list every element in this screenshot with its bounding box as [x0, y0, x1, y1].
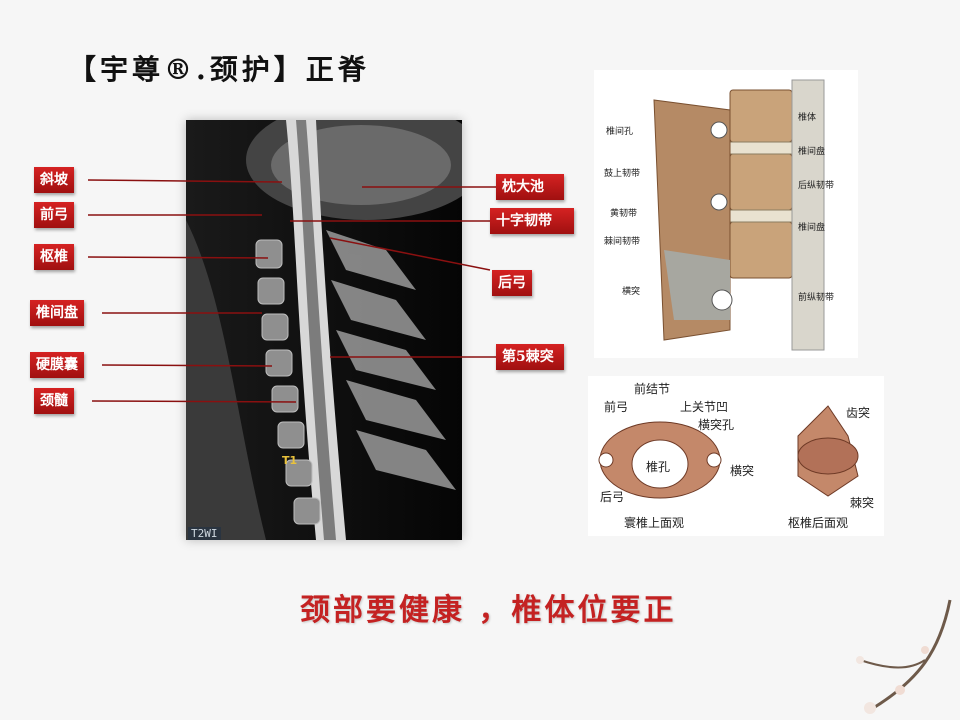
lbl-posterior-longitudinal-ligament: 后纵韧带: [798, 181, 835, 191]
tag-cervical-cord: 颈髓: [34, 388, 74, 414]
lbl-transverse-process: 横突: [730, 464, 755, 478]
lbl-anterior-tubercle: 前结节: [634, 382, 671, 396]
lbl-interspinous-ligament: 棘间韧带: [604, 237, 641, 247]
lbl-intervertebral-disc-1: 椎间盘: [798, 147, 826, 157]
lbl-anterior-longitudinal-ligament: 前纵韧带: [798, 293, 835, 303]
lbl-transverse-foramen: 横突孔: [698, 418, 735, 432]
tag-clivus: 斜坡: [34, 167, 74, 193]
tag-cruciate-ligament: 十字韧带: [490, 208, 574, 234]
slogan: 颈部要健康 ，椎体位要正: [300, 593, 677, 628]
tag-c5-spinous-process: 第5棘突: [496, 344, 564, 370]
tag-dural-sac: 硬膜囊: [30, 352, 84, 378]
lateral-spine-diagram: 椎间孔 鼓上韧带 黄韧带 棘间韧带 横突 椎体 椎间盘 后纵韧带 椎间盘 前纵韧…: [594, 70, 858, 358]
lbl-vertebral-foramen: 椎孔: [646, 460, 671, 474]
level-marker-t1: T1: [282, 454, 298, 467]
lbl-superior-articular-facet: 上关节凹: [680, 400, 729, 414]
mri-sequence-label: T2WI: [188, 527, 221, 540]
caption-axis-posterior-view: 枢椎后面观: [788, 516, 849, 530]
lbl-supraspinous-ligament: 鼓上韧带: [604, 169, 641, 179]
tag-intervertebral-disc: 椎间盘: [30, 300, 84, 326]
lbl-posterior-arch: 后弓: [600, 490, 625, 504]
atlas-axis-diagram: 前结节 前弓 上关节凹 横突孔 椎孔 横突 后弓 齿突 棘突 寰椎上面观 枢椎后…: [588, 376, 884, 536]
atlas-axis-drawing: [588, 376, 884, 536]
lateral-spine-drawing: [594, 70, 858, 358]
page-title: 【宇尊®.颈护】正脊: [68, 53, 370, 86]
lbl-transverse-process: 横突: [622, 287, 641, 297]
plum-branch-decoration: [856, 599, 952, 714]
tag-axis: 枢椎: [34, 244, 74, 270]
lbl-dens: 齿突: [846, 406, 871, 420]
mri-sagittal-image: T1 T2WI: [186, 120, 462, 540]
lbl-intervertebral-foramen: 椎间孔: [606, 127, 634, 137]
mri-spine-drawing: [186, 120, 462, 540]
tag-cisterna-magna: 枕大池: [496, 174, 564, 200]
lbl-ligamentum-flavum: 黄韧带: [610, 209, 638, 219]
caption-atlas-superior-view: 寰椎上面观: [624, 516, 685, 530]
lbl-vertebral-body: 椎体: [798, 113, 817, 123]
lbl-spinous-process: 棘突: [850, 496, 875, 510]
lbl-intervertebral-disc-2: 椎间盘: [798, 223, 826, 233]
tag-anterior-arch: 前弓: [34, 202, 74, 228]
tag-posterior-arch: 后弓: [492, 270, 532, 296]
lbl-anterior-arch: 前弓: [604, 400, 629, 414]
